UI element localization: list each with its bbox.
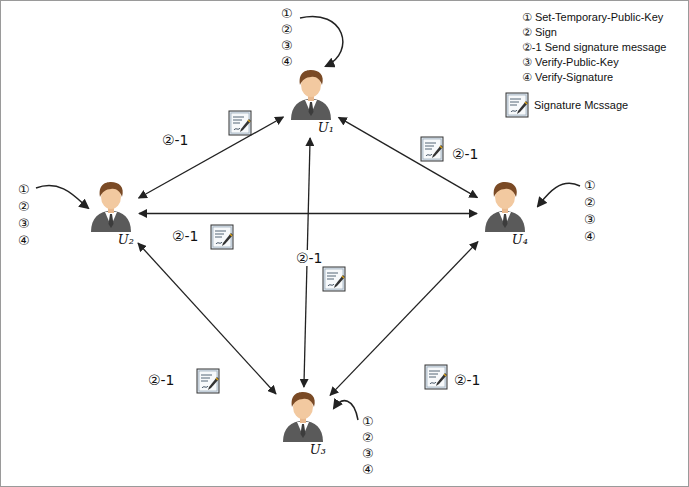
signature-icon [425, 365, 447, 389]
legend-entry: ③ Verify-Public-Key [522, 55, 619, 70]
step-number: ③ [362, 446, 374, 462]
step-number: ① [362, 414, 374, 430]
step-number: ② [18, 199, 30, 215]
step-number: ④ [281, 54, 293, 70]
step-number: ③ [584, 212, 596, 228]
person-icon [288, 68, 334, 120]
user-label: U₁ [318, 120, 334, 135]
step-number: ② [362, 430, 374, 446]
self-loop-arrow [36, 185, 88, 208]
legend-text: ②-1 Send signature message [522, 41, 666, 53]
step-number: ② [281, 22, 293, 38]
message-connector [138, 243, 276, 394]
person-icon [482, 180, 528, 232]
step-number: ④ [362, 462, 374, 478]
signature-icon [229, 111, 251, 135]
legend-entry: ① Set-Temporary-Public-Key [522, 10, 663, 25]
legend-entry: ②-1 Send signature message [522, 40, 666, 55]
person-icon [88, 180, 134, 232]
edge-label: ②-1 [160, 132, 191, 148]
step-number: ③ [281, 38, 293, 54]
user-label: U₃ [310, 442, 326, 457]
legend-entry: Signature Mcssage [534, 98, 628, 113]
step-number: ③ [18, 216, 30, 232]
user-node: U₄ [480, 180, 530, 247]
signature-icon [421, 137, 443, 161]
user-node: U₃ [278, 390, 328, 457]
legend-text: ② Sign [522, 26, 557, 38]
step-number: ① [584, 178, 596, 194]
self-loop-arrow [538, 183, 580, 206]
legend-text: Signature Mcssage [534, 99, 628, 111]
legend-entry: ② Sign [522, 25, 557, 40]
message-connector [139, 117, 284, 198]
step-number: ① [281, 6, 293, 22]
user-node: U₁ [286, 68, 336, 135]
signature-icon [211, 225, 233, 249]
self-loop-arrow [300, 17, 343, 66]
user-label: U₄ [512, 232, 528, 247]
legend-text: ① Set-Temporary-Public-Key [522, 11, 663, 23]
message-connector [139, 213, 477, 214]
signature-icon [506, 93, 528, 117]
step-number: ② [584, 195, 596, 211]
step-number: ④ [584, 229, 596, 245]
user-label: U₂ [118, 232, 134, 247]
signature-icon [197, 369, 219, 393]
self-loop-arrow [334, 401, 358, 420]
step-number: ④ [18, 233, 30, 249]
legend-entry: ④ Verify-Signature [522, 70, 613, 85]
person-icon [280, 390, 326, 442]
step-number: ① [18, 182, 30, 198]
edge-label: ②-1 [450, 146, 481, 162]
user-node: U₂ [86, 180, 136, 247]
signature-icon [323, 267, 345, 291]
legend-text: ④ Verify-Signature [522, 71, 613, 83]
edge-label: ②-1 [452, 372, 483, 388]
edge-label: ②-1 [170, 228, 201, 244]
edge-label: ②-1 [294, 250, 325, 266]
edge-label: ②-1 [146, 372, 177, 388]
legend-text: ③ Verify-Public-Key [522, 56, 619, 68]
